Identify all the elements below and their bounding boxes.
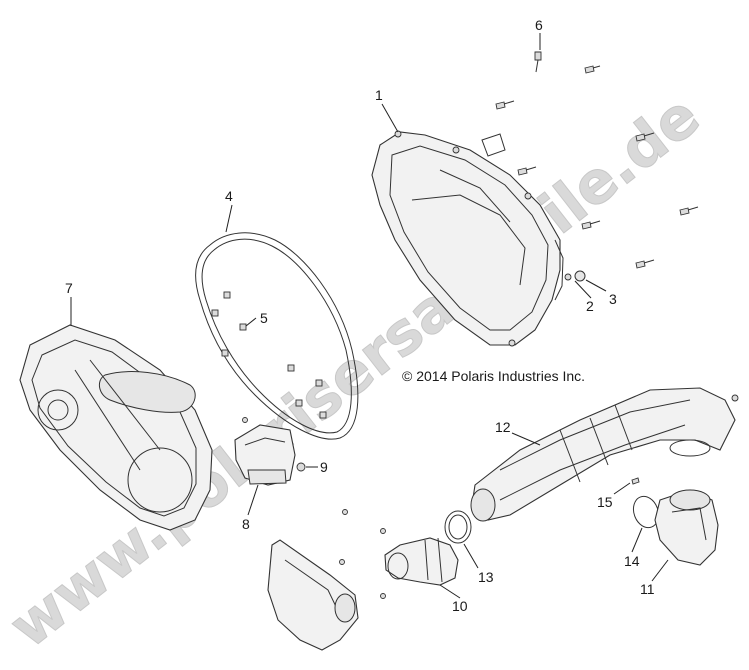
callout-15: 15	[597, 494, 613, 510]
gasket-bolts	[211, 291, 327, 419]
small-screws	[339, 509, 386, 599]
cover-seal-strip	[554, 239, 564, 301]
cover-bolts	[495, 51, 699, 269]
callout-14: 14	[624, 553, 640, 569]
callout-8: 8	[242, 516, 250, 532]
callout-2: 2	[586, 298, 594, 314]
callout-1: 1	[375, 87, 383, 103]
callout-13: 13	[478, 569, 494, 585]
copyright-text: © 2014 Polaris Industries Inc.	[402, 368, 585, 384]
hose-clamp-13	[444, 510, 472, 544]
callout-labels: 1 2 3 4 5 6 7 8 9 10 11 12 13 14 15	[65, 17, 655, 614]
duct-screw	[242, 417, 306, 472]
outer-clutch-cover	[371, 130, 561, 347]
callout-12: 12	[495, 419, 511, 435]
callout-10: 10	[452, 598, 468, 614]
duct-clip	[731, 394, 739, 402]
callout-5: 5	[260, 310, 268, 326]
callout-11: 11	[640, 581, 655, 597]
lower-duct	[267, 539, 359, 651]
diamond-seal	[481, 133, 506, 157]
washer-part-2	[564, 273, 572, 281]
callout-9: 9	[320, 459, 328, 475]
intake-air-duct	[470, 387, 736, 522]
inner-clutch-cover	[19, 324, 213, 531]
screw-part-15	[631, 477, 640, 485]
leader-lines	[70, 33, 669, 599]
callout-6: 6	[535, 17, 543, 33]
callout-3: 3	[609, 291, 617, 307]
intake-elbow-boot	[654, 489, 719, 566]
hose-clamp-14	[632, 439, 711, 529]
cover-gasket	[195, 232, 359, 440]
callout-7: 7	[65, 280, 73, 296]
plug-part-3	[574, 270, 586, 282]
callout-4: 4	[225, 188, 233, 204]
air-duct-adapter	[234, 424, 296, 486]
intake-boot	[384, 537, 459, 586]
